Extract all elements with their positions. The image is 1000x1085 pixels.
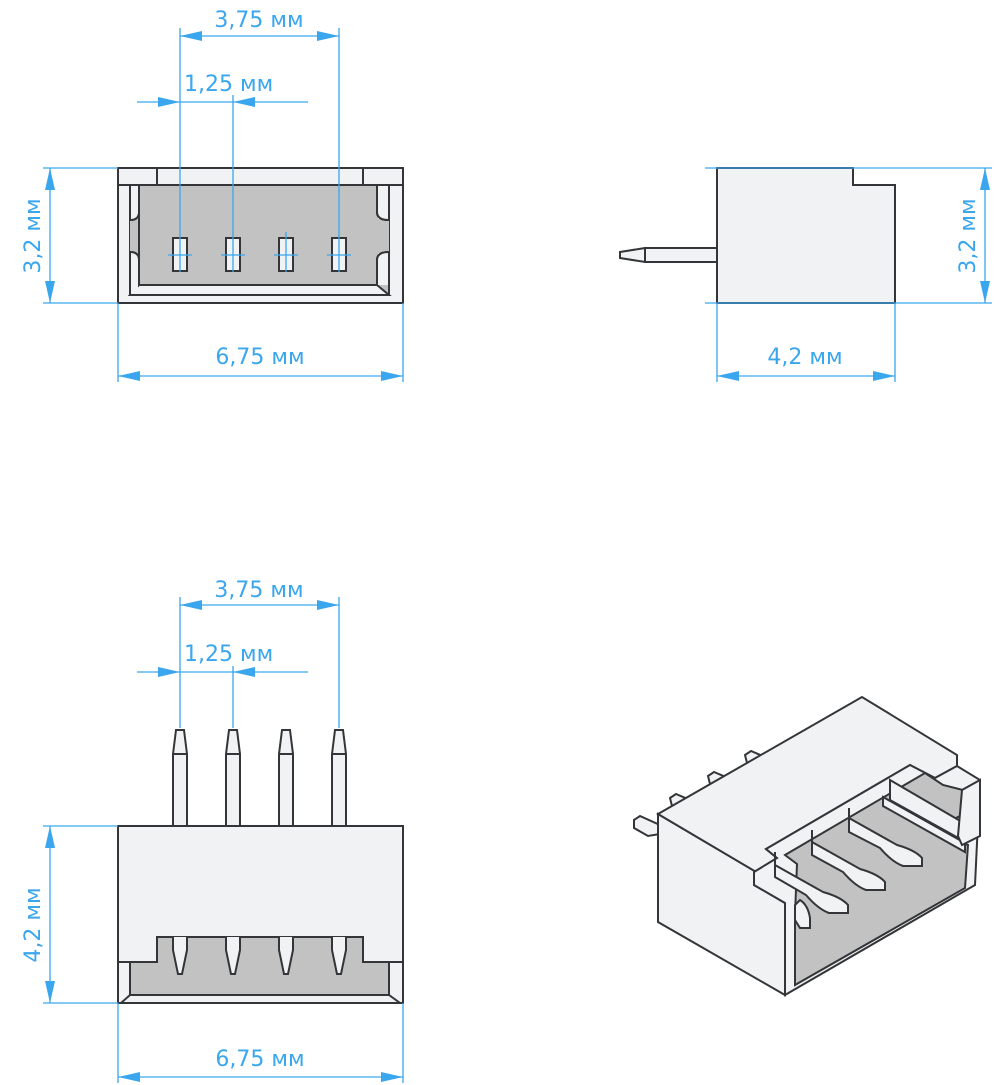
- dim-label-bottom-depth: 4,2 мм: [21, 887, 46, 962]
- pin-lead: [331, 729, 347, 827]
- bottom-view-dimensions: 3,75 мм 1,25 мм 4,2 мм 6,75 мм: [21, 578, 404, 1083]
- dim-label-bottom-pitch: 1,25 мм: [184, 642, 273, 667]
- bottom-view: [117, 729, 404, 1004]
- side-view-pin-tip: [619, 246, 646, 264]
- dim-label-bottom-pitch-span: 3,75 мм: [214, 578, 303, 603]
- pin-contact-tip: [331, 937, 347, 975]
- iso-contact: [848, 808, 923, 867]
- front-view-dimensions: 3,75 мм 1,25 мм 3,2 мм 6,75 мм: [21, 8, 404, 382]
- side-view-dimensions: 3,2 мм 4,2 мм: [705, 167, 992, 382]
- pin-lead: [225, 729, 241, 827]
- iso-contact: [794, 898, 811, 929]
- front-view-top: [117, 167, 404, 304]
- dim-label-height: 3,2 мм: [21, 198, 46, 273]
- pin-lead: [172, 729, 188, 827]
- dim-label-pitch: 1,25 мм: [184, 72, 273, 97]
- dim-label-side-depth: 4,2 мм: [767, 345, 842, 370]
- dim-label-bottom-width: 6,75 мм: [215, 1047, 304, 1072]
- pin-contact-tip: [225, 937, 241, 975]
- bottom-view-cavity: [129, 936, 390, 996]
- dim-label-width: 6,75 мм: [215, 345, 304, 370]
- dim-label-pitch-span: 3,75 мм: [214, 8, 303, 33]
- side-view-pin: [644, 247, 718, 263]
- pin-contact-tip: [278, 937, 294, 975]
- side-view: [619, 167, 896, 304]
- pin-lead: [278, 729, 294, 827]
- side-view-body: [716, 167, 896, 304]
- isometric-view: [633, 695, 982, 997]
- iso-contact: [774, 852, 849, 914]
- iso-contact: [811, 830, 886, 891]
- dim-label-side-height: 3,2 мм: [956, 198, 981, 273]
- pin-contact-tip: [172, 937, 188, 975]
